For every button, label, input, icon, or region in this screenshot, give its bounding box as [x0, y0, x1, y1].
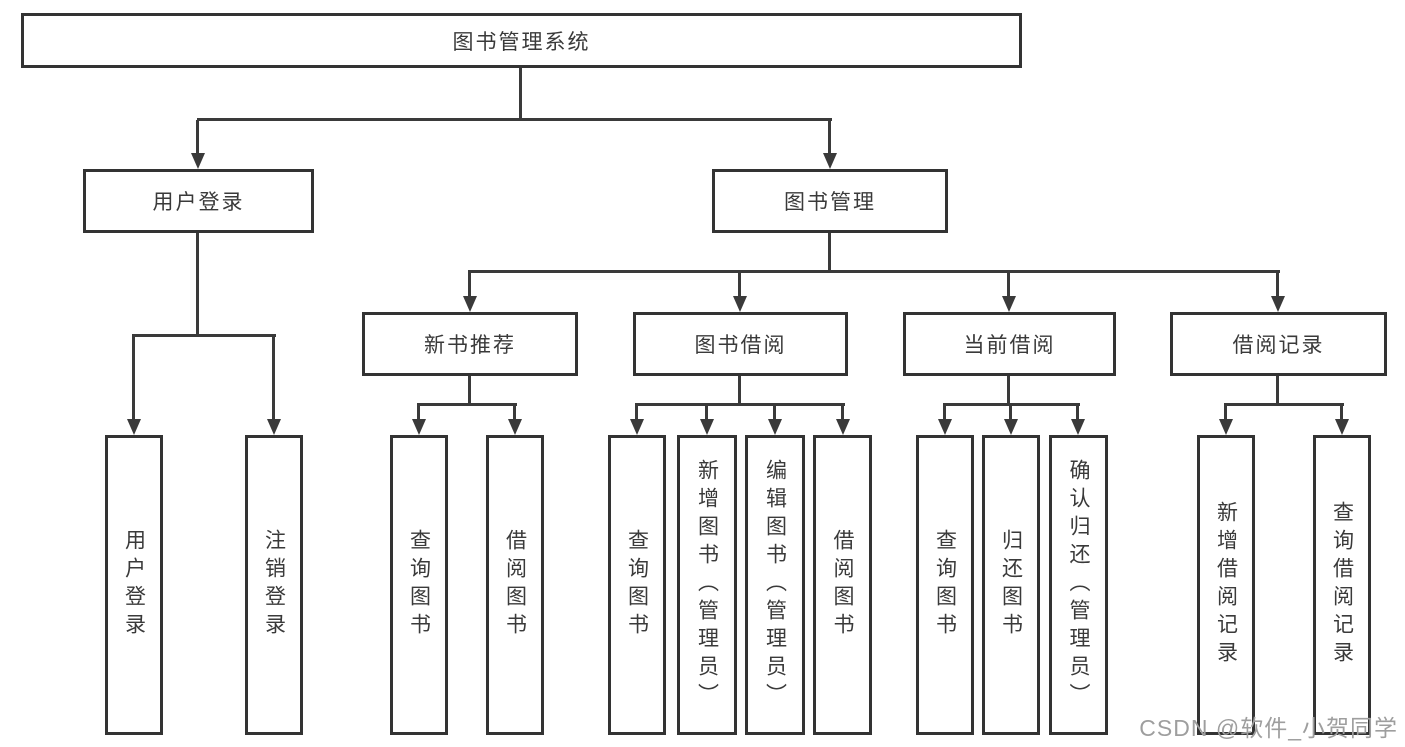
leaf-user-login: 用户登录	[105, 435, 163, 735]
leaf-label: 编辑图书（管理员）	[763, 459, 787, 711]
leaf-edit-book-admin: 编辑图书（管理员）	[745, 435, 805, 735]
arrow-down-icon	[463, 296, 477, 312]
connector-vline	[519, 68, 522, 120]
connector-vline	[828, 120, 831, 156]
leaf-add-book-admin: 新增图书（管理员）	[677, 435, 737, 735]
connector-vline	[417, 405, 420, 421]
node-label: 图书借阅	[694, 334, 787, 357]
node-book-borrow: 图书借阅	[633, 312, 848, 376]
connector-vline	[1009, 405, 1012, 421]
connector-vline	[1276, 376, 1279, 405]
leaf-borrow-book: 借阅图书	[813, 435, 872, 735]
leaf-label: 查询图书	[933, 529, 957, 641]
arrow-down-icon	[823, 153, 837, 169]
arrow-down-icon	[127, 419, 141, 435]
node-label: 新书推荐	[424, 334, 516, 357]
leaf-confirm-return-admin: 确认归还（管理员）	[1049, 435, 1108, 735]
connector-vline	[1224, 405, 1227, 421]
node-book-management: 图书管理	[712, 169, 948, 233]
connector-hline	[197, 118, 832, 121]
connector-hline	[468, 270, 1280, 273]
connector-hline	[635, 403, 845, 406]
node-label: 图书管理	[784, 191, 876, 214]
connector-hline	[417, 403, 517, 406]
connector-vline	[943, 405, 946, 421]
connector-vline	[635, 405, 638, 421]
connector-vline	[773, 405, 776, 421]
leaf-label: 新增图书（管理员）	[695, 459, 719, 711]
connector-hline	[1224, 403, 1344, 406]
arrow-down-icon	[412, 419, 426, 435]
connector-vline	[196, 233, 199, 336]
arrow-down-icon	[267, 419, 281, 435]
connector-vline	[841, 405, 844, 421]
arrow-down-icon	[1004, 419, 1018, 435]
connector-vline	[196, 120, 199, 156]
node-new-book-recommend: 新书推荐	[362, 312, 578, 376]
arrow-down-icon	[768, 419, 782, 435]
node-label: 用户登录	[152, 191, 245, 214]
connector-vline	[132, 336, 135, 422]
arrow-down-icon	[1271, 296, 1285, 312]
leaf-query-book-current: 查询图书	[916, 435, 974, 735]
connector-vline	[1076, 405, 1079, 421]
leaf-label: 查询图书	[625, 529, 649, 641]
leaf-query-book-recommend: 查询图书	[390, 435, 448, 735]
arrow-down-icon	[938, 419, 952, 435]
csdn-watermark: CSDN @软件_小贺同学	[1139, 715, 1398, 741]
connector-vline	[1340, 405, 1343, 421]
connector-vline	[1007, 272, 1010, 298]
leaf-label: 注销登录	[262, 529, 286, 641]
connector-vline	[468, 272, 471, 298]
arrow-down-icon	[1071, 419, 1085, 435]
arrow-down-icon	[630, 419, 644, 435]
arrow-down-icon	[1219, 419, 1233, 435]
leaf-borrow-book-recommend: 借阅图书	[486, 435, 544, 735]
leaf-query-book-borrow: 查询图书	[608, 435, 666, 735]
connector-vline	[468, 376, 471, 405]
arrow-down-icon	[1002, 296, 1016, 312]
leaf-label: 借阅图书	[831, 529, 854, 641]
node-label: 借阅记录	[1232, 334, 1325, 357]
leaf-label: 确认归还（管理员）	[1067, 459, 1090, 711]
node-label: 图书管理系统	[452, 30, 591, 54]
connector-hline	[943, 403, 1080, 406]
leaf-label: 借阅图书	[503, 529, 527, 641]
connector-vline	[738, 272, 741, 298]
leaf-label: 用户登录	[122, 529, 146, 641]
node-label: 当前借阅	[963, 334, 1056, 357]
leaf-add-borrow-record: 新增借阅记录	[1197, 435, 1255, 735]
arrow-down-icon	[191, 153, 205, 169]
leaf-return-book: 归还图书	[982, 435, 1040, 735]
node-user-login: 用户登录	[83, 169, 314, 233]
node-current-borrow: 当前借阅	[903, 312, 1116, 376]
arrow-down-icon	[700, 419, 714, 435]
arrow-down-icon	[1335, 419, 1349, 435]
connector-vline	[513, 405, 516, 421]
connector-vline	[1007, 376, 1010, 405]
node-borrow-record: 借阅记录	[1170, 312, 1387, 376]
leaf-query-borrow-record: 查询借阅记录	[1313, 435, 1371, 735]
node-library-management-system: 图书管理系统	[21, 13, 1022, 68]
connector-hline	[132, 334, 276, 337]
leaf-logout: 注销登录	[245, 435, 303, 735]
connector-vline	[738, 376, 741, 405]
leaf-label: 查询图书	[407, 529, 431, 641]
arrow-down-icon	[733, 296, 747, 312]
connector-vline	[705, 405, 708, 421]
arrow-down-icon	[836, 419, 850, 435]
arrow-down-icon	[508, 419, 522, 435]
connector-vline	[1276, 272, 1279, 298]
leaf-label: 查询借阅记录	[1330, 501, 1354, 669]
connector-vline	[828, 233, 831, 272]
leaf-label: 新增借阅记录	[1214, 501, 1238, 669]
connector-vline	[272, 336, 275, 422]
leaf-label: 归还图书	[999, 529, 1023, 641]
